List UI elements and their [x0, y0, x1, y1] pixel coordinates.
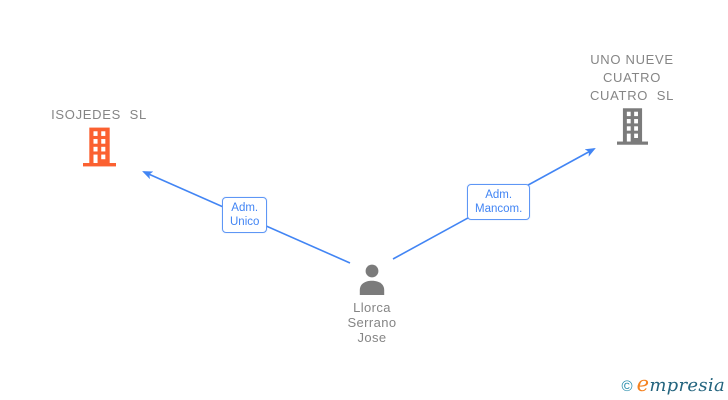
company-name-line: CUATRO [602, 70, 662, 85]
relation-label-line: Mancom. [475, 203, 523, 215]
relation-label-adm-unico[interactable]: Adm. Unico [222, 197, 268, 233]
empresia-logo[interactable]: © empresia [622, 372, 725, 396]
copyright-symbol: © [621, 378, 633, 395]
person-icon [359, 264, 385, 295]
company-node-isojedes[interactable]: ISOJEDES SL [39, 106, 159, 167]
relation-label-line: Adm. [485, 189, 513, 201]
building-icon [616, 108, 648, 145]
brand-initial: e [636, 372, 650, 396]
brand-rest: mpresia [649, 375, 725, 396]
person-name-line: Jose [357, 330, 387, 345]
company-name: ISOJEDES SL [51, 107, 147, 122]
building-icon [82, 127, 116, 167]
relation-label-line: Unico [230, 216, 260, 228]
company-node-uno-nueve-cuatro-cuatro[interactable]: UNO NUEVE CUATRO CUATRO SL [578, 51, 686, 145]
brand-wordmark: empresia [637, 372, 725, 396]
relation-label-adm-mancom[interactable]: Adm. Mancom. [467, 184, 531, 220]
relation-label-line: Adm. [231, 202, 259, 214]
person-name-line: Serrano [347, 315, 397, 330]
person-node-llorca-serrano-jose[interactable]: Llorca Serrano Jose [327, 261, 417, 345]
person-name-line: Llorca [353, 300, 391, 315]
company-name-line: CUATRO SL [589, 88, 675, 103]
company-name-line: UNO NUEVE [590, 52, 674, 67]
